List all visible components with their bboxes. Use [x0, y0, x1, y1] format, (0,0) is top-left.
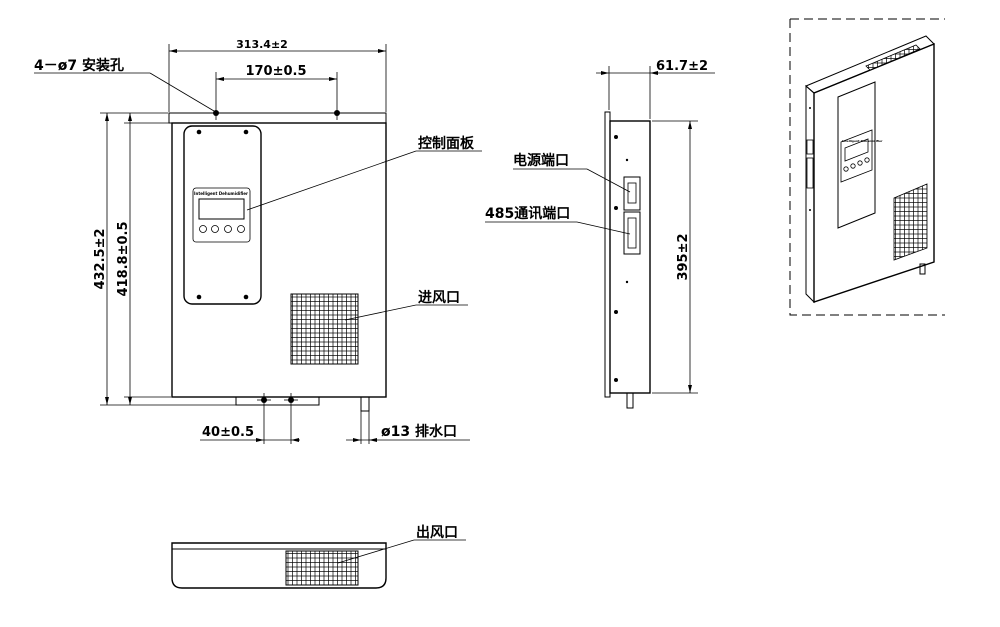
iso-display-module: [840, 129, 873, 183]
display-module: [192, 187, 251, 243]
screw-icon: [243, 294, 249, 300]
drain-pipe: [360, 396, 370, 412]
drain-label: ø13 排水口: [381, 423, 457, 440]
side-drain-pipe: [626, 392, 634, 409]
side-body: [609, 120, 651, 394]
mounting-plate: [604, 111, 611, 398]
iso-top-vent: [865, 44, 921, 71]
air-outlet-label: 出风口: [416, 524, 458, 541]
iso-lcd-screen: [844, 138, 869, 162]
side-view: 61.7±2 395±2 电源端口 485通讯端口: [485, 59, 715, 409]
isometric-view: Intelligent Dehumidifier: [789, 18, 945, 316]
width-dimension: 313.4±2: [236, 38, 288, 51]
comm-port-label: 485通讯端口: [485, 205, 570, 222]
front-body: [171, 122, 387, 398]
mounting-hole-label: 4－ø7 安装孔: [34, 57, 124, 74]
panel-button-icon: [199, 225, 207, 233]
iso-button-icon: [850, 163, 856, 169]
panel-button-icon: [237, 225, 245, 233]
screw-icon: [614, 206, 618, 210]
air-outlet-grille: [285, 550, 359, 586]
view-frame: [789, 18, 945, 316]
top-view: 出风口: [171, 524, 466, 589]
iso-button-icon: [843, 166, 849, 172]
screw-icon: [243, 129, 249, 135]
air-inlet-grille: [290, 293, 359, 365]
front-view: Intelligent Dehumidifier 31: [34, 38, 482, 444]
top-body: [171, 542, 387, 589]
iso-air-inlet-grille: [893, 183, 928, 261]
depth-dimension: 61.7±2: [656, 59, 708, 74]
screw-icon: [614, 378, 618, 382]
dot-icon: [625, 280, 629, 284]
comm-terminal: [627, 217, 637, 249]
iso-comm-port: [806, 157, 814, 189]
panel-button-icon: [211, 225, 219, 233]
top-flange: [168, 112, 387, 124]
body-height-dimension: 418.8±0.5: [116, 221, 131, 296]
control-panel-label: 控制面板: [418, 135, 475, 152]
iso-button-icon: [857, 160, 863, 166]
control-panel: [183, 125, 262, 305]
power-port-label: 电源端口: [513, 152, 569, 169]
panel-title: Intelligent Dehumidifier: [194, 191, 248, 196]
iso-power-port: [806, 139, 814, 155]
screw-icon: [614, 135, 618, 139]
panel-button-icon: [224, 225, 232, 233]
dot-icon: [625, 158, 629, 162]
power-port: [623, 176, 641, 211]
mounting-hole-icon: [209, 106, 223, 120]
screw-icon: [614, 310, 618, 314]
iso-button-icon: [864, 157, 870, 163]
iso-drain-pipe: [919, 263, 926, 275]
bottom-spacing-dimension: 40±0.5: [202, 425, 254, 440]
bottom-bracket: [235, 397, 320, 406]
iso-control-panel: [837, 81, 876, 229]
iso-side-face: [805, 84, 815, 304]
screw-icon: [196, 294, 202, 300]
mounting-hole-icon: [257, 393, 271, 407]
power-terminal: [627, 182, 637, 204]
air-inlet-label: 进风口: [418, 290, 460, 306]
screw-icon: [196, 129, 202, 135]
lcd-screen: [198, 198, 245, 220]
total-height-dimension: 432.5±2: [93, 228, 108, 289]
hole-spacing-dimension: 170±0.5: [245, 64, 306, 79]
mounting-hole-icon: [330, 106, 344, 120]
side-height-dimension: 395±2: [676, 233, 691, 280]
mounting-hole-icon: [284, 393, 298, 407]
